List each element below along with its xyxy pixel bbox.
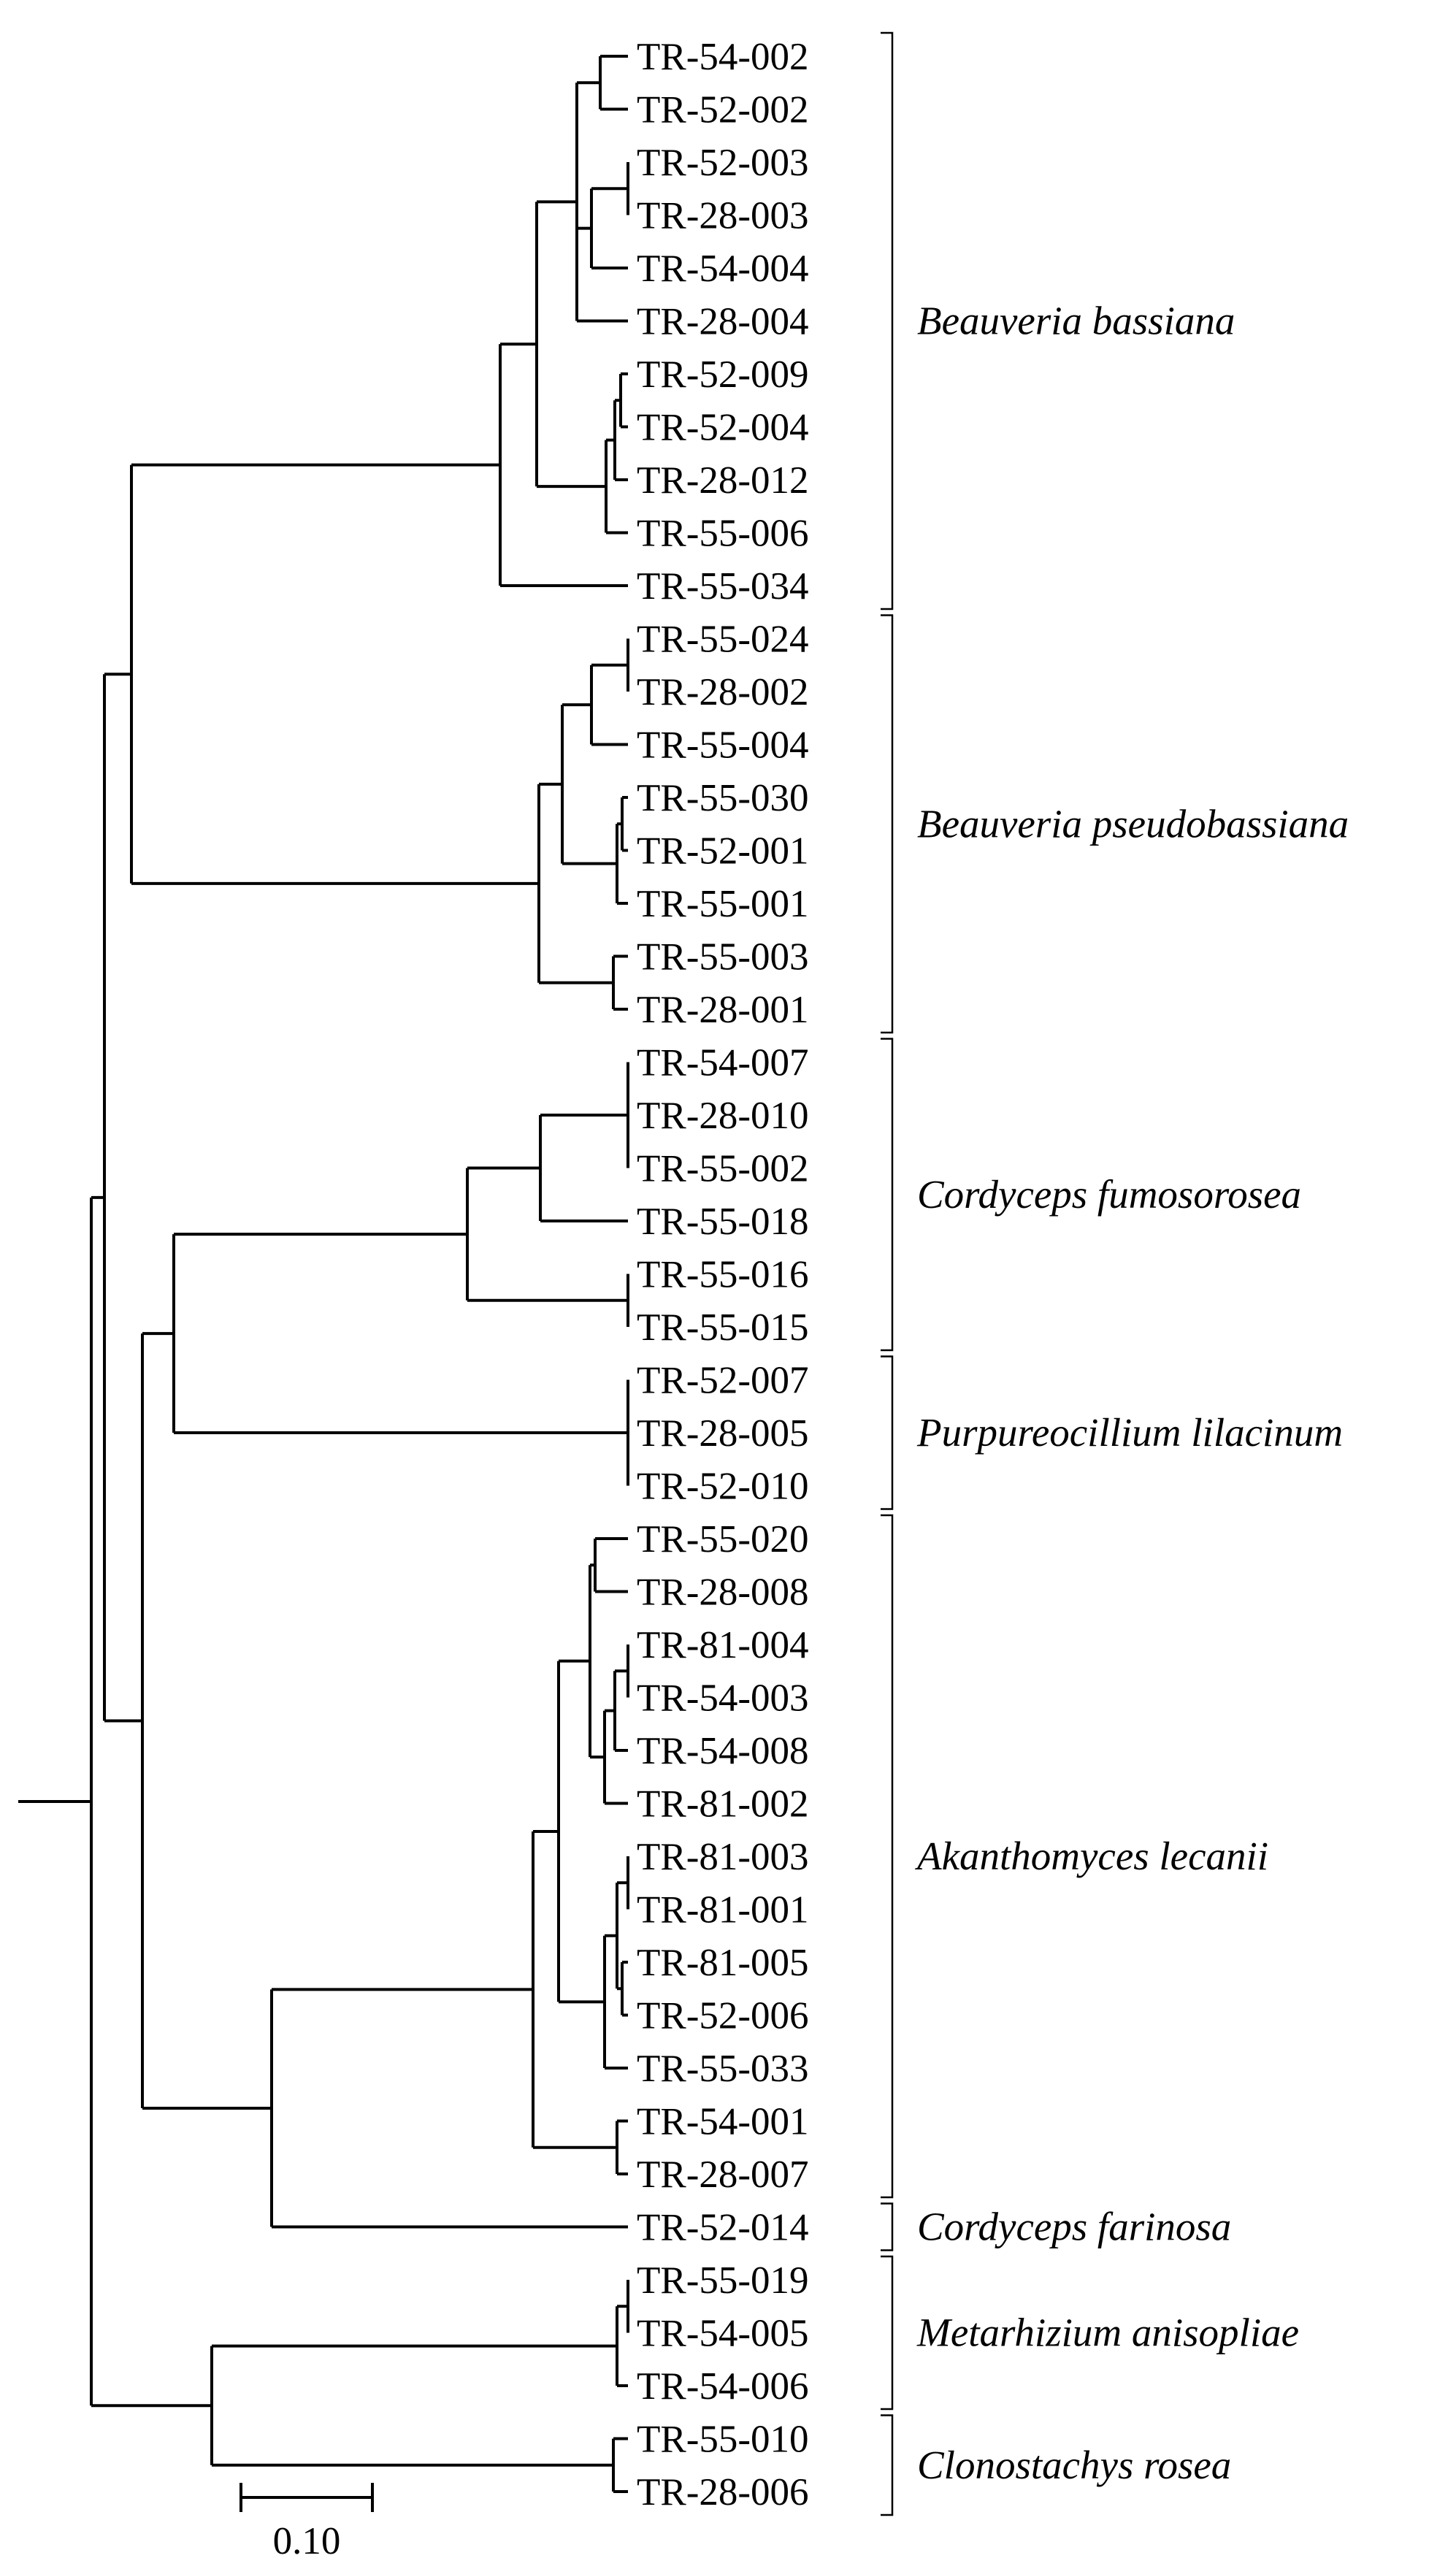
leaf-label: TR-52-001: [637, 830, 809, 873]
clade-label: Akanthomyces lecanii: [914, 1834, 1268, 1878]
leaf-label: TR-81-003: [637, 1836, 809, 1878]
leaf-label: TR-55-002: [637, 1148, 809, 1190]
clade-bracket: [881, 614, 894, 1034]
leaf-labels: TR-54-002TR-52-002TR-52-003TR-28-003TR-5…: [637, 36, 809, 2514]
leaf-label: TR-28-003: [637, 195, 809, 237]
leaf-label: TR-81-001: [637, 1889, 809, 1931]
leaf-label: TR-28-002: [637, 671, 809, 713]
clade-bracket: [881, 31, 894, 610]
leaf-label: TR-55-016: [637, 1254, 809, 1296]
clade-brackets: [881, 31, 894, 2516]
clade-bracket: [881, 1038, 894, 1352]
leaf-label: TR-81-004: [637, 1624, 809, 1666]
clade-label: Cordyceps farinosa: [917, 2205, 1231, 2249]
leaf-label: TR-55-018: [637, 1201, 809, 1243]
leaf-label: TR-54-003: [637, 1677, 809, 1720]
clade-bracket: [881, 1514, 894, 2199]
clade-bracket: [881, 2255, 894, 2411]
clade-bracket: [881, 1355, 894, 1510]
leaf-label: TR-28-007: [637, 2153, 809, 2196]
tree-branches: [18, 55, 629, 2493]
leaf-label: TR-52-007: [637, 1360, 809, 1402]
leaf-label: TR-55-033: [637, 2048, 809, 2090]
leaf-label: TR-54-004: [637, 248, 809, 290]
clade-label: Clonostachys rosea: [917, 2443, 1231, 2487]
leaf-label: TR-55-004: [637, 724, 809, 767]
leaf-label: TR-52-010: [637, 1466, 809, 1508]
leaf-label: TR-55-006: [637, 513, 809, 555]
leaf-label: TR-55-015: [637, 1306, 809, 1349]
leaf-label: TR-52-003: [637, 142, 809, 184]
clade-label: Purpureocillium lilacinum: [916, 1410, 1343, 1455]
leaf-label: TR-54-002: [637, 36, 809, 78]
leaf-label: TR-54-005: [637, 2313, 809, 2355]
leaf-label: TR-28-001: [637, 989, 809, 1031]
leaf-label: TR-52-009: [637, 353, 809, 396]
leaf-label: TR-55-020: [637, 1518, 809, 1561]
leaf-label: TR-55-001: [637, 883, 809, 925]
leaf-label: TR-52-004: [637, 407, 809, 449]
leaf-label: TR-28-005: [637, 1412, 809, 1455]
leaf-label: TR-52-006: [637, 1995, 809, 2037]
leaf-label: TR-28-006: [637, 2471, 809, 2514]
scale-bar-label: 0.10: [273, 2520, 341, 2562]
leaf-label: TR-52-014: [637, 2207, 809, 2249]
leaf-label: TR-55-010: [637, 2419, 809, 2461]
leaf-label: TR-54-001: [637, 2101, 809, 2143]
leaf-label: TR-55-024: [637, 619, 809, 661]
clade-label: Cordyceps fumosorosea: [917, 1172, 1301, 1217]
leaf-label: TR-81-002: [637, 1783, 809, 1826]
clade-label: Metarhizium anisopliae: [916, 2310, 1299, 2355]
leaf-label: TR-28-012: [637, 459, 809, 502]
leaf-label: TR-54-006: [637, 2365, 809, 2408]
leaf-label: TR-28-010: [637, 1095, 809, 1137]
leaf-label: TR-55-034: [637, 565, 809, 608]
clade-bracket: [881, 2202, 894, 2251]
leaf-label: TR-28-008: [637, 1571, 809, 1614]
leaf-label: TR-54-008: [637, 1730, 809, 1772]
leaf-label: TR-55-003: [637, 936, 809, 979]
leaf-label: TR-54-007: [637, 1042, 809, 1084]
leaf-label: TR-55-019: [637, 2259, 809, 2302]
leaf-label: TR-55-030: [637, 777, 809, 819]
leaf-label: TR-28-004: [637, 301, 809, 343]
leaf-label: TR-81-005: [637, 1942, 809, 1984]
clade-bracket: [881, 2414, 894, 2516]
clade-label: Beauveria bassiana: [917, 299, 1235, 343]
leaf-label: TR-52-002: [637, 89, 809, 131]
scale-bar: 0.10: [240, 2483, 374, 2562]
clade-label: Beauveria pseudobassiana: [917, 801, 1349, 846]
